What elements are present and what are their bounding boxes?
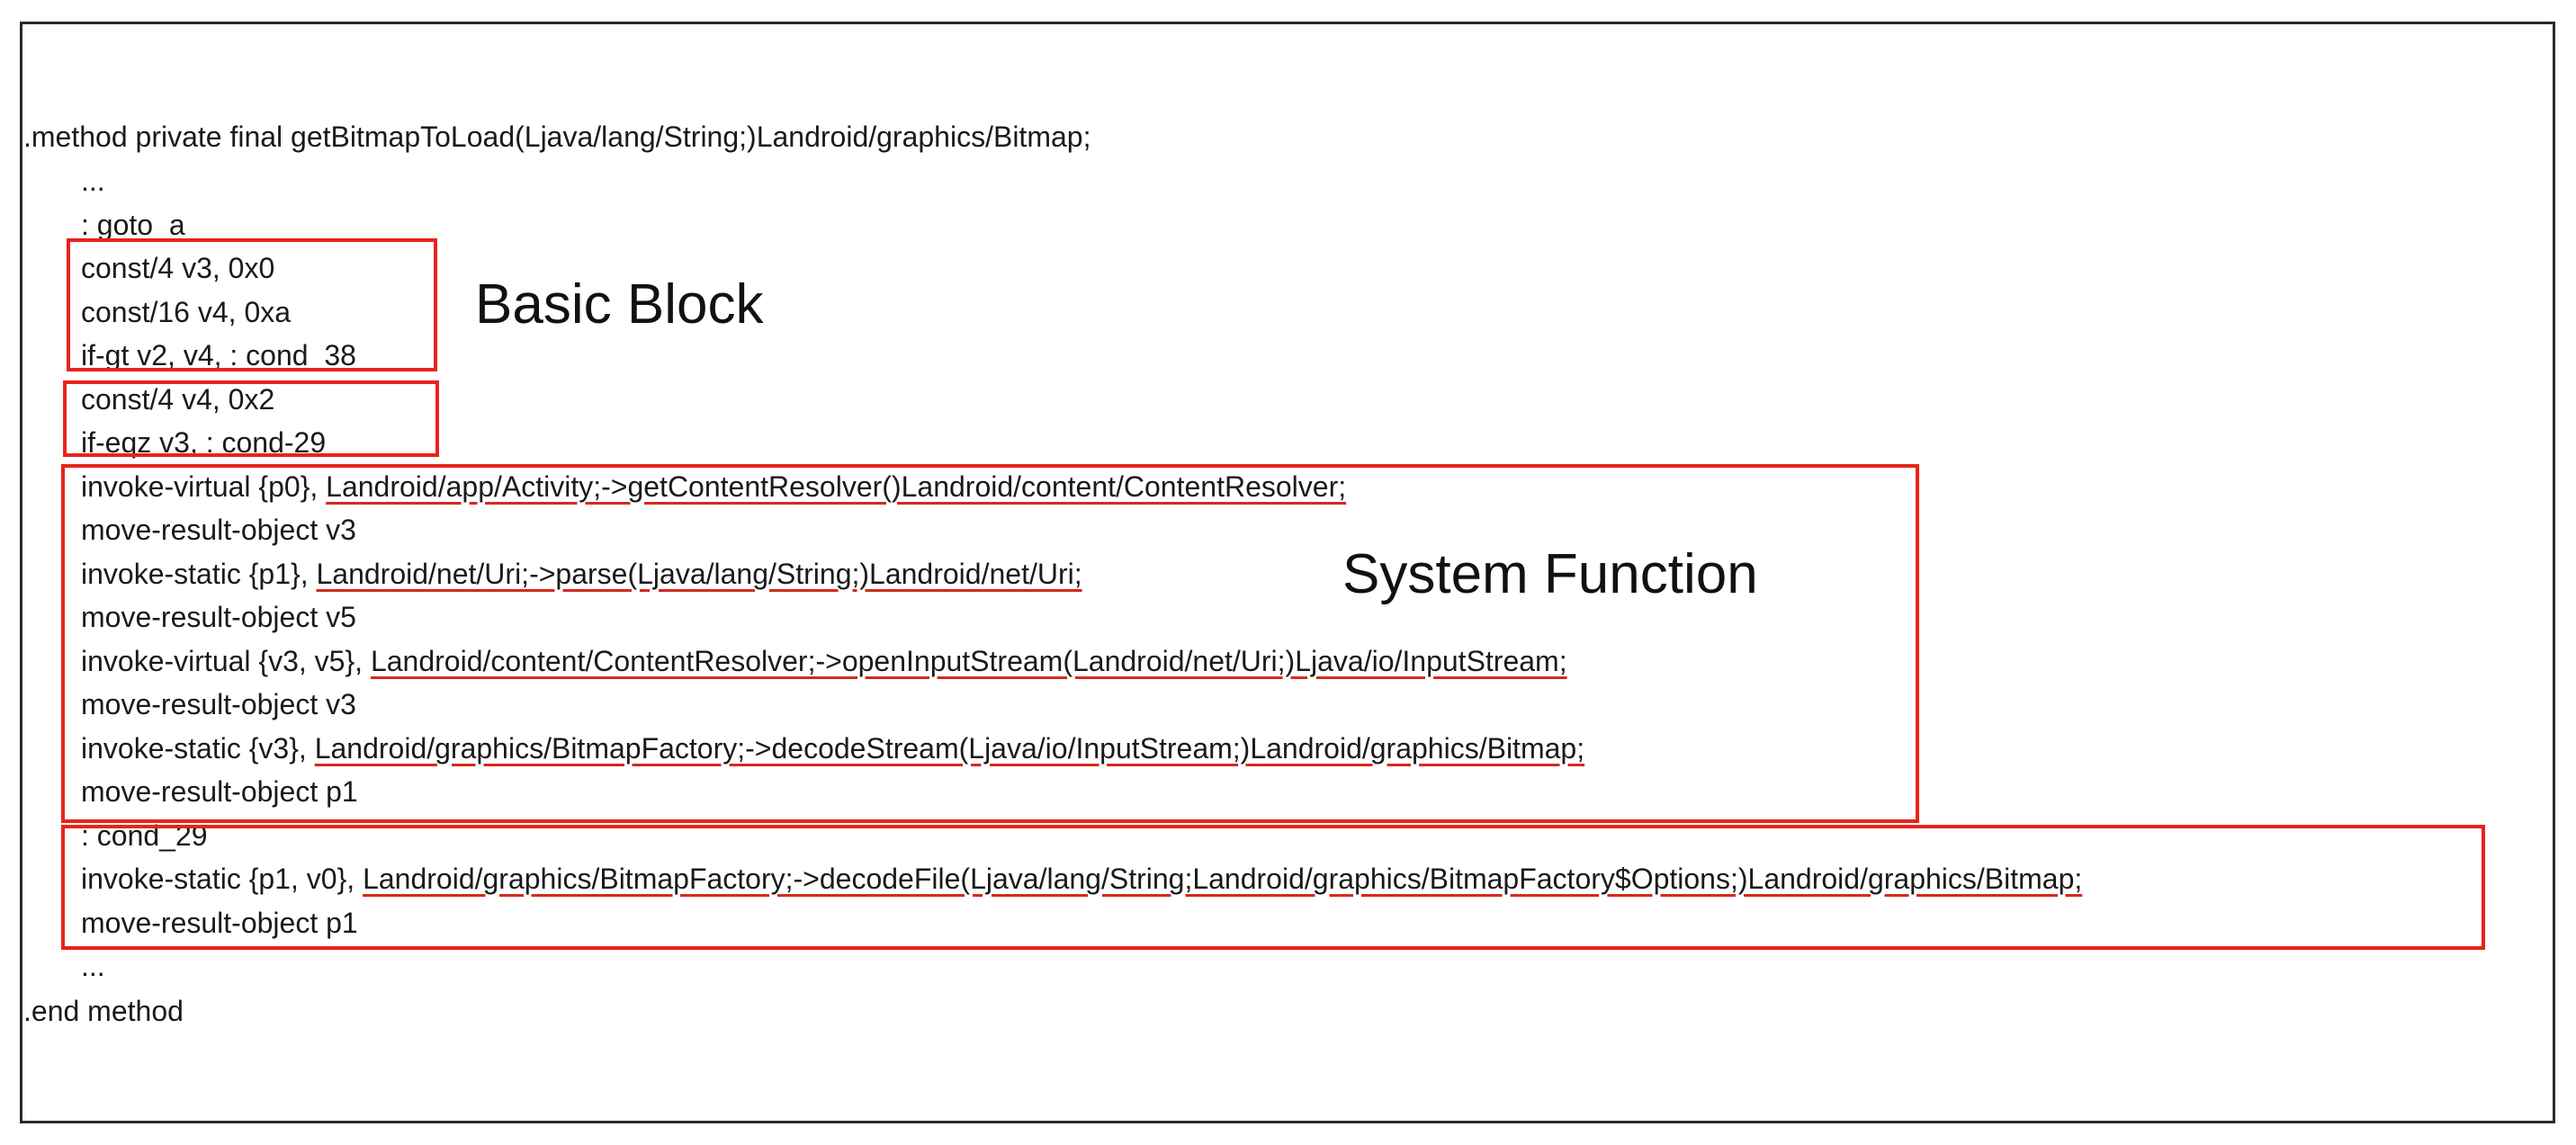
code-line: if-gt v2, v4, : cond_38 <box>81 337 356 373</box>
code-line-text: move-result-object v3 <box>81 688 356 720</box>
code-line: const/4 v3, 0x0 <box>81 250 274 286</box>
code-line-text: invoke-static {p1}, <box>81 558 317 590</box>
basic-block-box-1 <box>67 238 437 371</box>
code-line-text: : goto_a <box>81 209 185 241</box>
code-line-text: const/4 v4, 0x2 <box>81 383 275 416</box>
method-header: .method private final getBitmapToLoad(Lj… <box>23 121 1091 153</box>
code-line-text: invoke-virtual {v3, v5}, <box>81 645 371 677</box>
code-line: const/4 v4, 0x2 <box>81 381 274 417</box>
system-function-box-2 <box>61 825 2485 950</box>
code-line-text: if-gt v2, v4, : cond_38 <box>81 339 356 371</box>
code-line-text: move-result-object v5 <box>81 601 356 633</box>
code-line: ... <box>81 163 105 199</box>
code-line: invoke-virtual {p0}, Landroid/app/Activi… <box>81 469 1346 505</box>
code-line-text: move-result-object p1 <box>81 907 358 939</box>
figure-frame <box>20 22 2555 1123</box>
system-call-reference: Landroid/app/Activity;->getContentResolv… <box>326 470 1347 503</box>
code-line: move-result-object v3 <box>81 512 356 548</box>
code-line: invoke-static {p1, v0}, Landroid/graphic… <box>81 861 2082 897</box>
basic-block-label: Basic Block <box>475 273 764 335</box>
basic-block-box-2 <box>63 380 439 457</box>
code-line-text: move-result-object v3 <box>81 514 356 546</box>
code-line: move-result-object v5 <box>81 599 356 635</box>
code-line-text: invoke-static {p1, v0}, <box>81 863 364 895</box>
code-line: invoke-static {v3}, Landroid/graphics/Bi… <box>81 730 1584 766</box>
system-call-reference: Landroid/graphics/BitmapFactory;->decode… <box>363 863 2083 895</box>
system-call-reference: Landroid/graphics/BitmapFactory;->decode… <box>314 732 1585 765</box>
system-call-reference: Landroid/net/Uri;->parse(Ljava/lang/Stri… <box>316 558 1082 590</box>
system-function-label: System Function <box>1342 543 1758 605</box>
code-line-text: invoke-static {v3}, <box>81 732 315 765</box>
code-line-text: ... <box>81 165 105 197</box>
system-call-reference: Landroid/content/ContentResolver;->openI… <box>370 645 1567 677</box>
code-line-text: move-result-object p1 <box>81 775 358 808</box>
code-line: invoke-virtual {v3, v5}, Landroid/conten… <box>81 643 1567 679</box>
code-line: move-result-object p1 <box>81 905 358 941</box>
code-line-text: invoke-virtual {p0}, <box>81 470 327 503</box>
code-line-text: const/16 v4, 0xa <box>81 296 292 328</box>
code-line: invoke-static {p1}, Landroid/net/Uri;->p… <box>81 556 1082 592</box>
code-line: move-result-object p1 <box>81 774 358 810</box>
code-line-text: ... <box>81 950 105 982</box>
code-line: : goto_a <box>81 207 185 243</box>
method-footer: .end method <box>23 995 184 1027</box>
code-line: ... <box>81 948 105 984</box>
code-line: const/16 v4, 0xa <box>81 294 291 330</box>
system-function-box-1 <box>61 464 1919 823</box>
code-line: move-result-object v3 <box>81 686 356 722</box>
code-line-text: const/4 v3, 0x0 <box>81 252 275 284</box>
